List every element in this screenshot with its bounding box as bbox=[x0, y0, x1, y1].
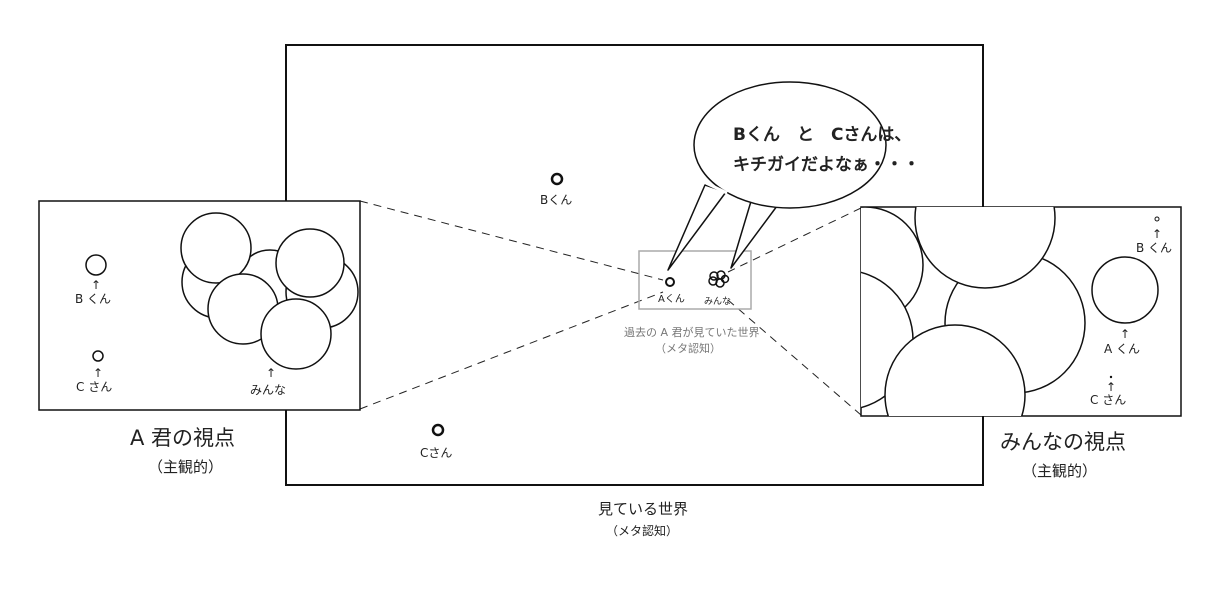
minna-view-c-marker bbox=[1109, 375, 1113, 379]
minna-label: みんな bbox=[704, 296, 731, 307]
a-view-b-marker bbox=[85, 254, 107, 276]
a-view-c-label: C さん bbox=[76, 380, 112, 394]
c-san-label: Cさん bbox=[420, 446, 452, 460]
minna-view-b-arrow: ↑ bbox=[1152, 227, 1162, 241]
minna-view-b-marker bbox=[1154, 216, 1160, 222]
minna-view-circles bbox=[861, 207, 1086, 416]
a-view-c-arrow: ↑ bbox=[93, 366, 103, 380]
a-view-subtitle: （主観的） bbox=[148, 458, 223, 476]
a-view-minna-label: みんな bbox=[250, 383, 286, 397]
a-view-minna-arrow: ↑ bbox=[266, 366, 276, 380]
past-world-label-1: 過去の A 君が見ていた世界 bbox=[624, 325, 760, 339]
past-world-label-2: （メタ認知） bbox=[655, 341, 721, 355]
world-title: 見ている世界 bbox=[598, 500, 688, 518]
a-view-circles bbox=[180, 212, 359, 370]
a-view-title: A 君の視点 bbox=[130, 426, 235, 450]
a-kun-marker bbox=[665, 277, 675, 287]
speech-line-1: Bくん と Cさんは、 bbox=[733, 125, 911, 145]
b-kun-marker bbox=[550, 172, 564, 186]
minna-view-c-label: C さん bbox=[1090, 393, 1126, 407]
a-kun-label: Aくん bbox=[658, 293, 685, 305]
a-view-c-marker bbox=[92, 350, 104, 362]
b-kun-label: Bくん bbox=[540, 193, 572, 207]
world-subtitle: （メタ認知） bbox=[606, 523, 678, 538]
minna-view-b-label: B くん bbox=[1136, 241, 1172, 255]
minna-view-c-arrow: ↑ bbox=[1106, 380, 1116, 394]
minna-view-subtitle: （主観的） bbox=[1022, 462, 1097, 480]
speech-bubble bbox=[667, 81, 887, 271]
a-view-b-arrow: ↑ bbox=[91, 278, 101, 292]
past-world-box bbox=[638, 250, 752, 310]
a-view-b-label: B くん bbox=[75, 292, 111, 306]
minna-view-a-label: A くん bbox=[1104, 342, 1140, 356]
minna-cluster bbox=[708, 270, 730, 288]
minna-view-a-arrow: ↑ bbox=[1120, 327, 1130, 341]
minna-view-a-marker bbox=[1091, 256, 1159, 324]
minna-view-title: みんなの視点 bbox=[1000, 430, 1126, 454]
projection-lines bbox=[359, 200, 862, 416]
c-san-marker bbox=[431, 423, 445, 437]
speech-line-2: キチガイだよなぁ・・・ bbox=[733, 155, 920, 175]
